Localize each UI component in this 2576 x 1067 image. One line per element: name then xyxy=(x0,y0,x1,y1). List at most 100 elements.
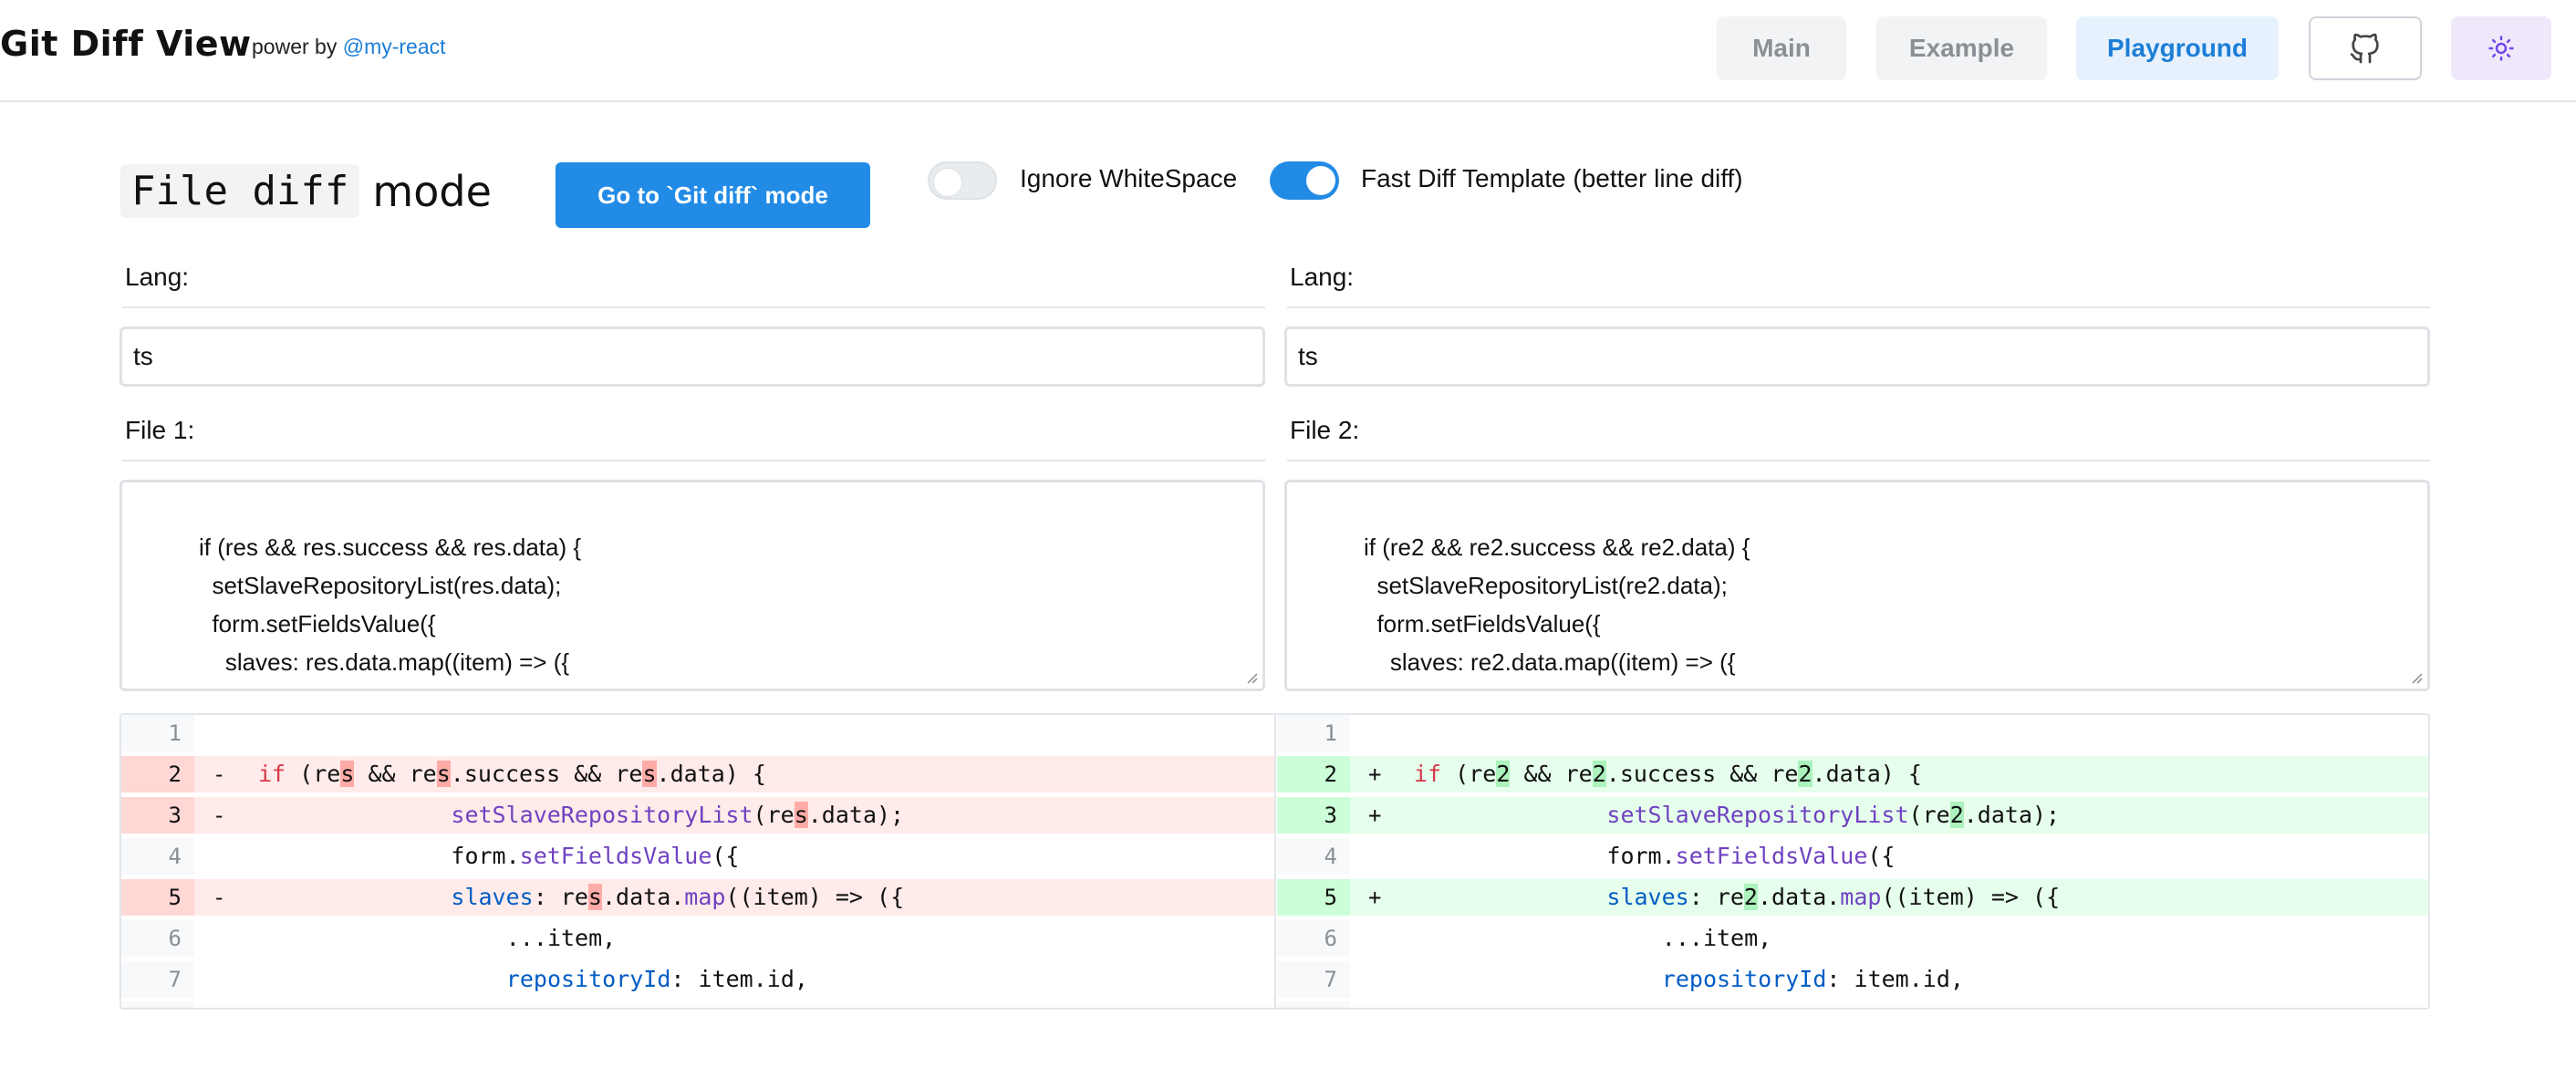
line-number: 4 xyxy=(1277,838,1350,875)
code-token: (re xyxy=(286,761,341,787)
code-line: form.setFieldsValue({ xyxy=(1606,838,1895,875)
resize-handle-icon[interactable] xyxy=(2409,670,2424,685)
code-token: ((item) => ({ xyxy=(1881,884,2061,910)
theme-toggle-button[interactable] xyxy=(2451,16,2551,80)
code-token: repositorySshUrl xyxy=(506,1007,726,1008)
code-token: .data); xyxy=(1963,802,2061,828)
code-line: setSlaveRepositoryList(re2.data); xyxy=(1606,797,2060,834)
diff-row: 5-slaves: res.data.map((item) => ({ xyxy=(121,879,1274,916)
line-number: 8 xyxy=(121,1002,194,1008)
line-number: 8 xyxy=(1277,1002,1350,1008)
code-token: setSlaveRepositoryList xyxy=(451,802,753,828)
code-token: 2 xyxy=(1949,802,1964,828)
code-token: 2 xyxy=(1743,884,1758,910)
code-token: s xyxy=(642,761,657,787)
code-token: map xyxy=(684,884,726,910)
code-token: setSlaveRepositoryList xyxy=(1606,802,1909,828)
code-token: : re xyxy=(1688,884,1744,910)
code-line: if (re2 && re2.success && re2.data) { xyxy=(1414,756,1922,792)
textarea-line: slaves: re2.data.map((item) => ({ xyxy=(1364,648,1736,676)
minus-marker: - xyxy=(213,885,226,910)
left-file-label: File 1: xyxy=(125,416,195,444)
code-token: s xyxy=(340,761,355,787)
textarea-line: slaves: res.data.map((item) => ({ xyxy=(199,648,570,676)
mode-title: File diff mode xyxy=(120,164,492,218)
fast-diff-template-toggle[interactable] xyxy=(1270,161,1339,200)
textarea-line: form.setFieldsValue({ xyxy=(199,610,436,637)
line-number: 4 xyxy=(121,838,194,875)
code-token: slaves xyxy=(451,884,534,910)
go-git-diff-mode-button[interactable]: Go to `Git diff` mode xyxy=(556,162,870,228)
code-line: if (res && res.success && res.data) { xyxy=(258,756,766,792)
code-token: setFieldsValue xyxy=(1675,843,1868,869)
diff-row: 2-if (res && res.success && res.data) { xyxy=(121,756,1274,792)
code-line: setSlaveRepositoryList(res.data); xyxy=(451,797,904,834)
code-token: .data); xyxy=(807,802,905,828)
code-token: : re xyxy=(533,884,588,910)
right-file-textarea[interactable]: if (re2 && re2.success && re2.data) { se… xyxy=(1284,480,2430,691)
diff-row: 4 form.setFieldsValue({ xyxy=(121,838,1274,875)
resize-handle-icon[interactable] xyxy=(1244,670,1259,685)
line-number: 3 xyxy=(1277,797,1350,834)
toggle-knob xyxy=(1306,166,1335,195)
right-file-divider xyxy=(1287,460,2430,461)
code-token: 2 xyxy=(1592,761,1606,787)
line-number: 7 xyxy=(1277,961,1350,998)
line-number: 3 xyxy=(121,797,194,834)
diff-row: 3 + setSlaveRepositoryList(re2.data); xyxy=(1277,797,2428,834)
code-line: repositorySshUrl: item.repositoryUrl, xyxy=(506,1002,1014,1008)
nav-main-button[interactable]: Main xyxy=(1717,16,1846,80)
code-token: if xyxy=(258,761,286,787)
code-line: form.setFieldsValue({ xyxy=(451,838,739,875)
fast-diff-template-label[interactable]: Fast Diff Template (better line diff) xyxy=(1361,164,1743,192)
line-number: 6 xyxy=(121,920,194,957)
code-line: ...item, xyxy=(1662,920,1771,957)
left-file-divider xyxy=(122,460,1265,461)
code-token: : item.id, xyxy=(1826,966,1964,992)
left-file-textarea[interactable]: if (res && res.success && res.data) { se… xyxy=(119,480,1265,691)
code-line: repositoryId: item.id, xyxy=(1662,961,1964,998)
right-lang-label: Lang: xyxy=(1290,263,1355,291)
code-token: s xyxy=(587,884,602,910)
github-button[interactable] xyxy=(2309,16,2422,80)
github-icon xyxy=(2350,33,2379,64)
ignore-whitespace-label[interactable]: Ignore WhiteSpace xyxy=(1020,164,1238,192)
code-token: ({ xyxy=(1867,843,1896,869)
code-token: && re xyxy=(1510,761,1593,787)
code-token: .data) { xyxy=(1812,761,1922,787)
code-line: slaves: re2.data.map((item) => ({ xyxy=(1606,879,2060,916)
diff-row: 4 form.setFieldsValue({ xyxy=(1277,838,2428,875)
code-token: setFieldsValue xyxy=(519,843,712,869)
app-title: Git Diff View xyxy=(0,24,252,64)
code-token: ...item, xyxy=(505,925,617,951)
line-number: 6 xyxy=(1277,920,1350,957)
left-lang-input[interactable]: ts xyxy=(119,326,1265,387)
code-token: && re xyxy=(354,761,437,787)
diff-row: 8 repositorySshUrl: item.repositoryUrl, xyxy=(121,1002,1274,1008)
code-line: ...item, xyxy=(506,920,616,957)
plus-marker: + xyxy=(1368,803,1382,828)
nav-playground-button[interactable]: Playground xyxy=(2076,16,2279,80)
code-line: repositorySshUrl: item.repositoryUrl, xyxy=(1662,1002,2170,1008)
code-token: ...item, xyxy=(1661,925,1772,951)
diff-row: 6 ...item, xyxy=(121,920,1274,957)
textarea-line: setSlaveRepositoryList(res.data); xyxy=(199,572,562,599)
code-token: repositoryId xyxy=(505,966,671,992)
diff-row: 6 ...item, xyxy=(1277,920,2428,957)
code-token: .data. xyxy=(1757,884,1841,910)
line-number: 1 xyxy=(1277,715,1350,751)
nav-example-button[interactable]: Example xyxy=(1876,16,2047,80)
code-token: (re xyxy=(1908,802,1950,828)
ignore-whitespace-toggle[interactable] xyxy=(928,161,997,200)
code-token: (re xyxy=(753,802,795,828)
textarea-line: if (re2 && re2.success && re2.data) { xyxy=(1364,534,1750,561)
right-lang-input[interactable]: ts xyxy=(1284,326,2430,387)
code-token: .success && re xyxy=(1605,761,1799,787)
mode-word-label: mode xyxy=(372,166,492,216)
code-line: slaves: res.data.map((item) => ({ xyxy=(451,879,904,916)
diff-row: 1 xyxy=(121,715,1274,751)
code-token: (re xyxy=(1441,761,1497,787)
my-react-link[interactable]: @my-react xyxy=(342,35,446,58)
